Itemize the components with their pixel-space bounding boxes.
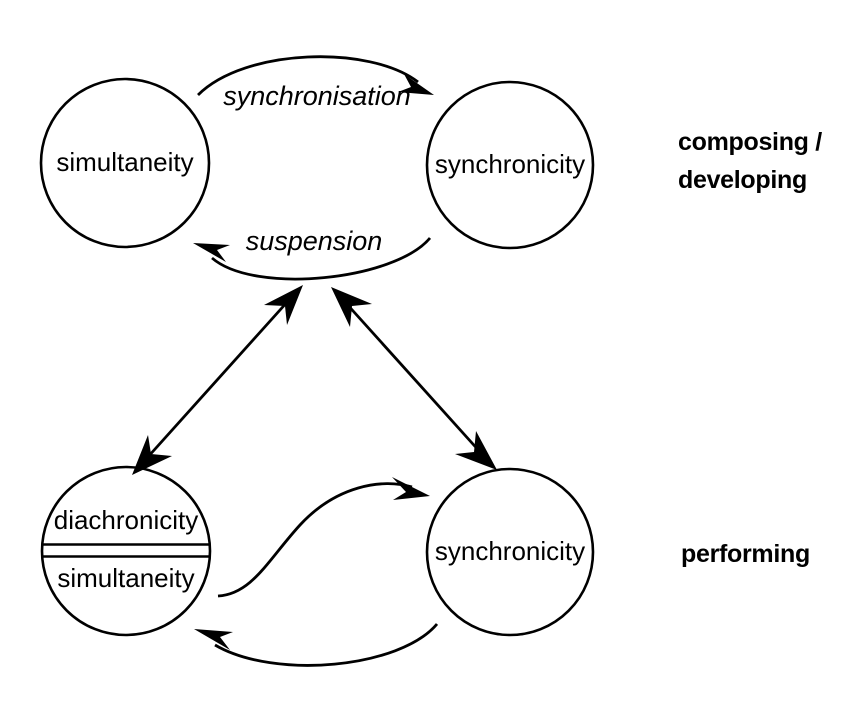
edge-performing-forward[interactable] [217,477,430,598]
edge-diagonal-left-line [145,299,291,459]
edge-diagonal-left[interactable] [132,285,303,475]
node-label-top-left: simultaneity [56,147,193,177]
edge-suspension-curve [211,237,432,281]
edge-performing-return[interactable] [194,623,439,667]
group-label-composing-line1: composing / [678,128,822,156]
node-label-top-right: synchronicity [435,149,585,179]
node-bottom-right[interactable]: synchronicity [425,467,595,637]
group-label-performing: performing [681,540,810,568]
edge-label-suspension: suspension [246,226,383,256]
node-label-bottom-left-upper: diachronicity [54,505,199,535]
edge-diagonal-right[interactable] [331,287,497,470]
edge-diagonal-left-arrowhead-top [264,285,303,325]
edge-diagonal-right-arrowhead-bottom [455,431,497,470]
group-label-composing-line2: developing [678,166,807,194]
edge-label-synchronisation: synchronisation [223,81,411,111]
node-top-left[interactable]: simultaneity [39,77,211,249]
node-top-right[interactable]: synchronicity [425,80,595,250]
edge-performing-return-arrowhead [194,629,233,650]
edge-diagonal-right-line [343,301,483,454]
edge-diagonal-left-arrowhead-bottom [132,435,172,475]
edge-synchronisation[interactable]: synchronisation [197,55,434,111]
edge-synchronisation-curve [197,55,419,96]
circle-split-diachronicity-simultaneity [40,465,212,637]
edge-diagonal-right-arrowhead-top [331,287,372,327]
node-bottom-left[interactable]: diachronicity simultaneity [40,465,212,637]
group-label-performing-text: performing [681,540,810,568]
edge-suspension-arrowhead [193,243,230,262]
circle-synchronicity-bottom [425,467,595,637]
node-label-bottom-left-lower: simultaneity [57,563,194,593]
circle-simultaneity-top [39,77,211,249]
node-label-bottom-right: synchronicity [435,536,585,566]
edge-synchronisation-arrowhead [398,74,434,95]
circle-synchronicity-top [425,80,595,250]
group-label-composing-developing: composing / developing [678,128,823,194]
edge-suspension[interactable]: suspension [193,226,432,281]
edge-performing-forward-arrowhead [392,477,430,500]
edge-performing-forward-curve [217,482,413,598]
edge-performing-return-curve [214,623,439,667]
